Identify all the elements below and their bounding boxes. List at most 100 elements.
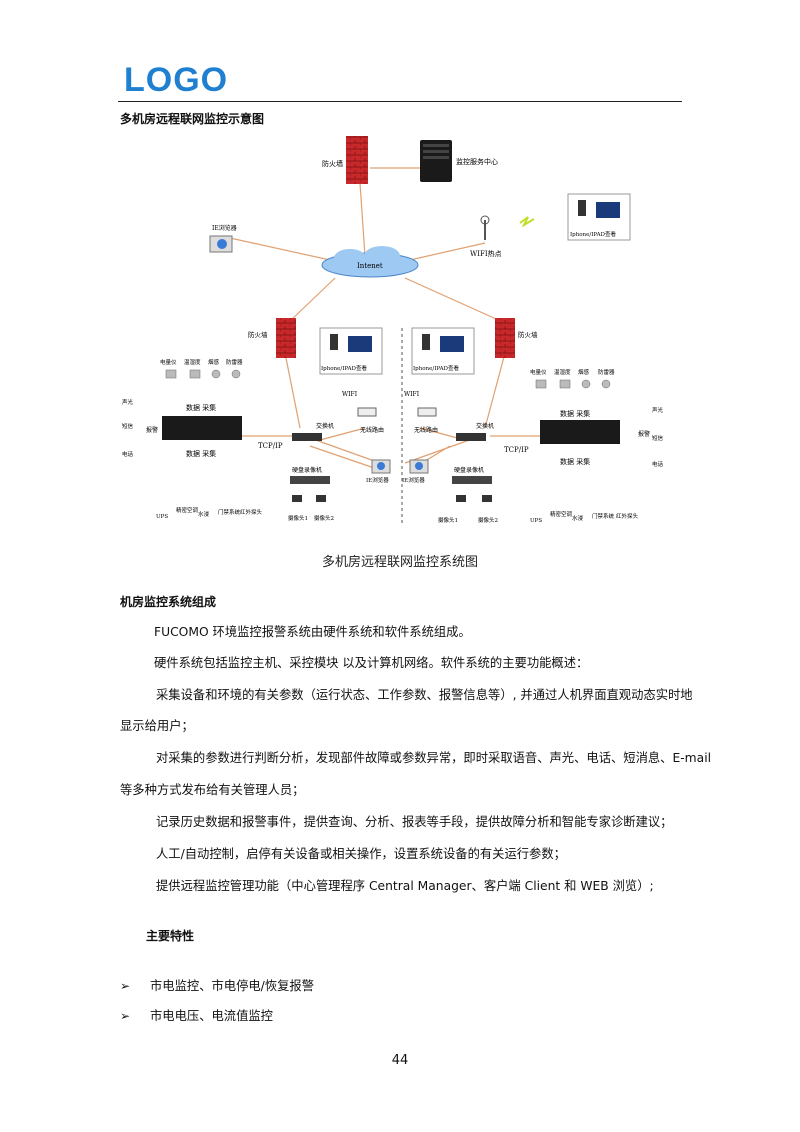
alarm-device-right-3: 电话 — [652, 460, 664, 468]
feature-item-2-text: 市电电压、电流值监控 — [150, 1009, 273, 1023]
sensor-left-1-label: 电量仪 — [160, 358, 177, 366]
phone-view-left-label: Iphone/IPAD查看 — [321, 364, 367, 372]
phone-view-top-label: Iphone/IPAD查看 — [570, 230, 616, 238]
internet-label: Intenet — [357, 262, 383, 270]
paragraph-5: 记录历史数据和报警事件，提供查询、分析、报表等手段，提供故障分析和智能专家诊断建… — [120, 810, 718, 834]
paragraph-1: FUCOMO 环境监控报警系统由硬件系统和软件系统组成。 — [120, 620, 716, 644]
header-rule — [118, 101, 682, 102]
dvr-right-label: 硬盘录像机 — [454, 466, 484, 474]
sensor-right-2-label: 温湿度 — [554, 368, 571, 376]
feature-item-2: ➢市电电压、电流值监控 — [120, 1006, 273, 1024]
paragraph-3-line-2: 显示给用户； — [120, 714, 682, 738]
router-right-icon — [418, 408, 436, 416]
data-collect-bottom-left-label: 数据 采集 — [186, 449, 216, 458]
server-icon — [420, 140, 452, 182]
camera1-right-icon — [456, 495, 466, 502]
switch-left-icon — [292, 433, 322, 441]
sensor-left-2-icon — [190, 370, 200, 378]
bottom-device-right-3: 水浸 — [572, 514, 584, 522]
router-right-label: 无线路由 — [414, 426, 438, 434]
firewall-left-icon — [276, 318, 296, 358]
wifi-right-label: WIFI — [404, 391, 420, 398]
feature-item-1-text: 市电监控、市电停电/恢复报警 — [150, 979, 314, 993]
alarm-device-left-3: 电话 — [122, 450, 134, 458]
alarm-left-label: 报警 — [146, 426, 158, 434]
bullet-arrow-icon: ➢ — [120, 1009, 150, 1023]
paragraph-7: 提供远程监控管理功能（中心管理程序 Central Manager、客户端 Cl… — [120, 874, 718, 898]
camera2-right-label: 摄像头2 — [478, 516, 498, 524]
paragraph-3-line-1: 采集设备和环境的有关参数（运行状态、工作参数、报警信息等）, 并通过人机界面直观… — [120, 683, 718, 707]
ie-browser-top-icon — [210, 236, 232, 252]
section-title-diagram: 多机房远程联网监控示意图 — [120, 110, 264, 127]
ie-browser-left-icon — [372, 460, 390, 473]
bottom-device-left-3: 水浸 — [198, 510, 210, 518]
bullet-arrow-icon: ➢ — [120, 979, 150, 993]
wifi-hotspot-icon — [481, 216, 489, 240]
ie-browser-top-label: IE浏览器 — [212, 224, 237, 232]
sensor-right-1-icon — [536, 380, 546, 388]
wireless-signal-icon — [520, 217, 534, 225]
alarm-device-right-2: 短信 — [652, 434, 664, 442]
camera2-left-label: 摄像头2 — [314, 514, 334, 522]
paragraph-4-line-1: 对采集的参数进行判断分析，发现部件故障或参数异常，即时采取语音、声光、电话、短消… — [120, 746, 718, 770]
alarm-device-left-2: 短信 — [122, 422, 134, 430]
monitor-host-right-icon — [540, 420, 620, 444]
feature-item-1: ➢市电监控、市电停电/恢复报警 — [120, 976, 314, 994]
alarm-right-label: 报警 — [638, 430, 650, 438]
bottom-device-right-2: 精密空调 — [550, 510, 573, 518]
wifi-hotspot-label: WIFI热点 — [470, 249, 502, 258]
wifi-left-label: WIFI — [342, 391, 358, 398]
sensor-left-3-icon — [212, 370, 220, 378]
monitor-host-left-icon — [162, 416, 242, 440]
bottom-device-left-1: UPS — [156, 514, 168, 520]
paragraph-4-line-2: 等多种方式发布给有关管理人员； — [120, 778, 682, 802]
data-collect-top-right-label: 数据 采集 — [560, 409, 590, 418]
firewall-left-label: 防火墙 — [248, 330, 268, 339]
firewall-top-label: 防火墙 — [322, 159, 343, 168]
page-number: 44 — [0, 1053, 800, 1068]
router-left-label: 无线路由 — [360, 426, 384, 434]
camera1-left-label: 摄像头1 — [288, 514, 308, 522]
bottom-device-right-4: 门禁系统 — [592, 512, 615, 520]
sensor-left-2-label: 温湿度 — [184, 358, 201, 366]
dvr-left-label: 硬盘录像机 — [292, 466, 322, 474]
sensor-right-3-label: 烟感 — [578, 368, 590, 376]
switch-left-label: 交换机 — [316, 422, 334, 430]
alarm-device-left-1: 声光 — [122, 398, 134, 406]
bottom-device-right-1: UPS — [530, 518, 542, 524]
phone-view-right-label: Iphone/IPAD查看 — [413, 364, 459, 372]
firewall-right-icon — [495, 318, 515, 358]
section-title-features: 主要特性 — [146, 927, 194, 944]
camera1-right-label: 摄像头1 — [438, 516, 458, 524]
paragraph-6: 人工/自动控制，启停有关设备或相关操作，设置系统设备的有关运行参数； — [120, 842, 718, 866]
bottom-device-left-2: 精密空调 — [176, 506, 199, 514]
sensor-right-2-icon — [560, 380, 570, 388]
sensor-left-4-icon — [232, 370, 240, 378]
section-title-composition: 机房监控系统组成 — [120, 593, 216, 610]
sensor-left-4-label: 防雷器 — [226, 358, 243, 366]
diagram-caption: 多机房远程联网监控系统图 — [0, 551, 800, 570]
data-collect-top-left-label: 数据 采集 — [186, 403, 216, 412]
monitor-center-label: 监控服务中心 — [456, 157, 498, 166]
bottom-device-right-5: 红外探头 — [616, 512, 639, 520]
camera2-left-icon — [316, 495, 326, 502]
sensor-left-3-label: 烟感 — [208, 358, 220, 366]
sensor-right-1-label: 电量仪 — [530, 368, 547, 376]
sensor-right-4-icon — [602, 380, 610, 388]
dvr-left-icon — [290, 476, 330, 484]
ie-browser-right-icon — [410, 460, 428, 473]
network-diagram: 防火墙 监控服务中心 IE浏览器 Intenet WIFI热点 Iphone/I… — [120, 128, 680, 528]
camera2-right-icon — [482, 495, 492, 502]
sensor-right-4-label: 防雷器 — [598, 368, 615, 376]
logo: LOGO — [124, 62, 228, 98]
switch-right-icon — [456, 433, 486, 441]
tcpip-left-label: TCP/IP — [258, 442, 283, 450]
paragraph-2: 硬件系统包括监控主机、采控模块 以及计算机网络。软件系统的主要功能概述： — [120, 651, 716, 675]
switch-right-label: 交换机 — [476, 422, 494, 430]
tcpip-right-label: TCP/IP — [504, 446, 529, 454]
camera1-left-icon — [292, 495, 302, 502]
data-collect-bottom-right-label: 数据 采集 — [560, 457, 590, 466]
bottom-device-left-4: 门禁系统 — [218, 508, 241, 516]
alarm-device-right-1: 声光 — [652, 406, 664, 414]
router-left-icon — [358, 408, 376, 416]
